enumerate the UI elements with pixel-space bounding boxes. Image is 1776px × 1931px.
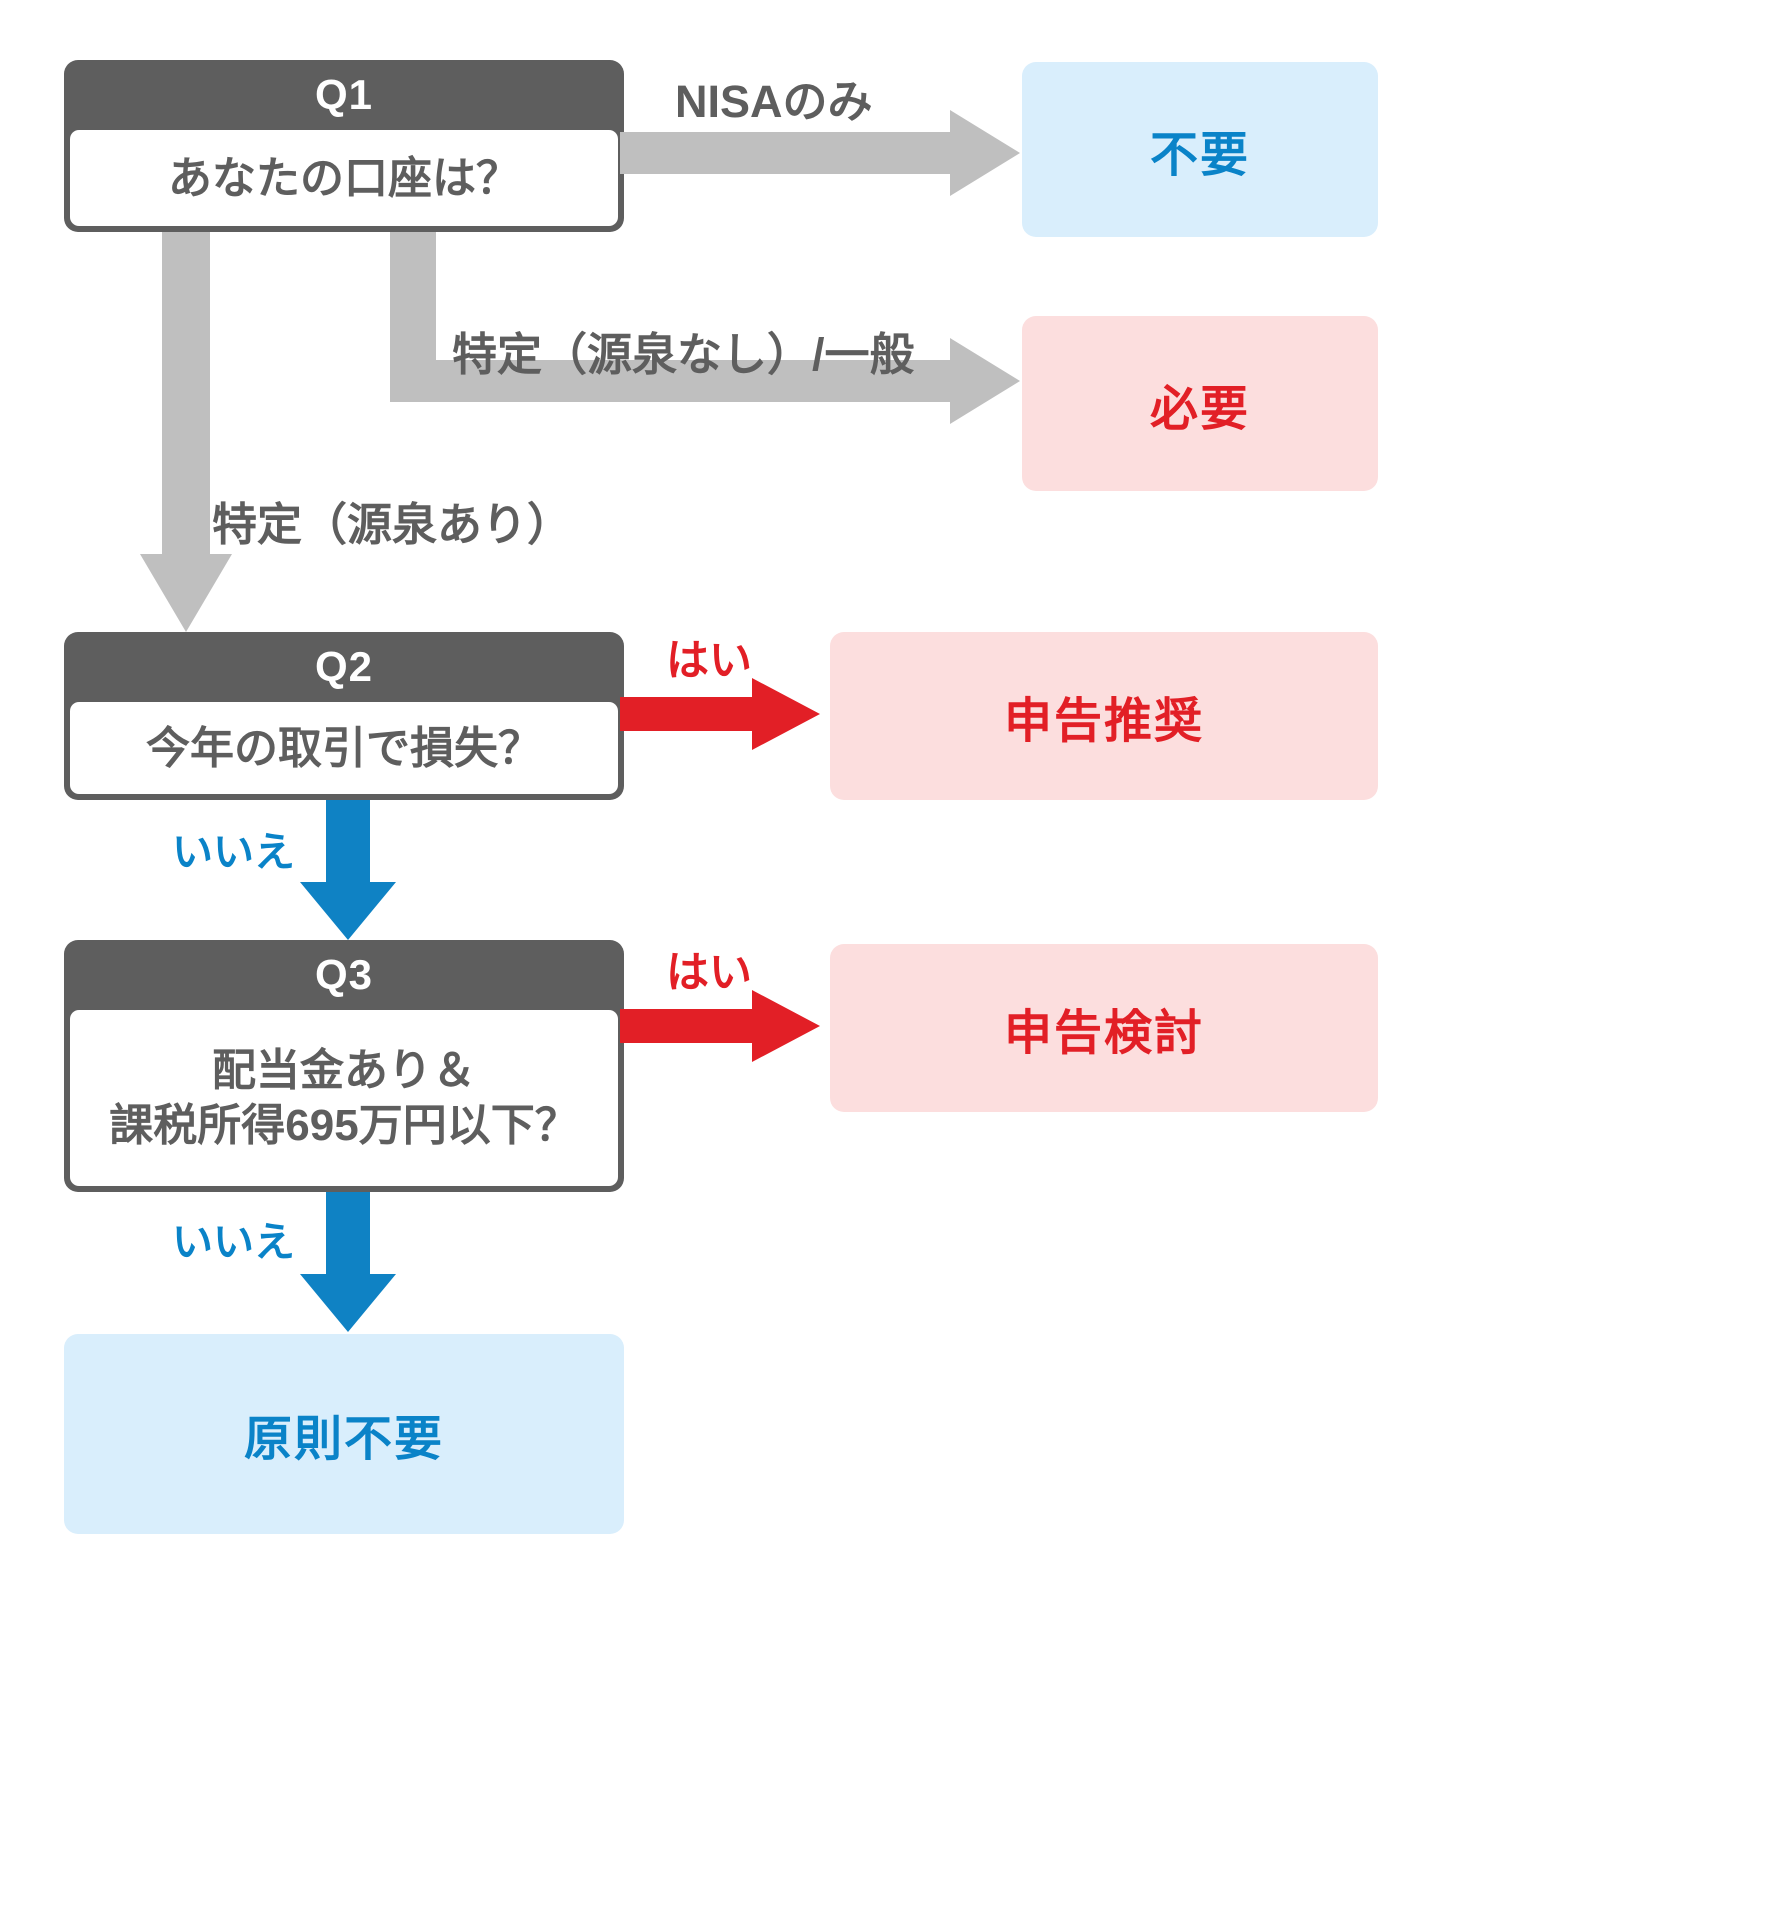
arrow-q2-to-suishou — [620, 678, 820, 750]
arrow-q3-to-kentou — [620, 990, 820, 1062]
node-q3[interactable]: Q3 配当金あり＆ 課税所得695万円以下？ — [64, 940, 624, 1192]
result-suishou[interactable]: 申告推奨 — [830, 632, 1378, 800]
result-fuyou[interactable]: 不要 — [1022, 62, 1378, 237]
node-q3-tag: Q3 — [314, 951, 374, 998]
node-q3-body: 配当金あり＆ 課税所得695万円以下？ — [70, 1010, 618, 1186]
result-hitsuyou[interactable]: 必要 — [1022, 316, 1378, 491]
node-q1-line-1: あなたの口座は？ — [168, 153, 520, 203]
node-q1-body: あなたの口座は？ — [70, 130, 618, 226]
arrow-q1-to-fuyou — [620, 110, 1020, 196]
node-q1[interactable]: Q1 あなたの口座は？ — [64, 60, 624, 232]
arrow-q3-to-gensoku — [300, 1192, 396, 1332]
node-q2-tag: Q2 — [314, 643, 374, 690]
result-suishou-text: 申告推奨 — [1003, 695, 1204, 748]
node-q1-tag: Q1 — [314, 71, 374, 118]
arrow-q2-to-q3 — [300, 800, 396, 940]
node-q2-body: 今年の取引で損失？ — [70, 702, 618, 794]
result-gensoku[interactable]: 原則不要 — [64, 1334, 624, 1534]
edge-label-tokutei-nashi: 特定（源泉なし）/一般 — [452, 329, 915, 380]
node-q2[interactable]: Q2 今年の取引で損失？ — [64, 632, 624, 800]
result-kentou-text: 申告検討 — [1003, 1007, 1204, 1060]
edge-label-iie-q3: いいえ — [172, 1219, 295, 1265]
arrow-q1-to-hitsuyou — [390, 232, 1020, 432]
edge-label-nisa: NISAのみ — [675, 76, 873, 127]
node-q2-line-1: 今年の取引で損失？ — [146, 723, 542, 773]
arrow-q1-to-q2 — [140, 232, 270, 632]
node-q3-line-2: 課税所得695万円以下？ — [109, 1101, 579, 1150]
result-hitsuyou-text: 必要 — [1149, 382, 1250, 436]
node-q3-line-1: 配当金あり＆ — [212, 1046, 476, 1095]
result-gensoku-text: 原則不要 — [243, 1413, 444, 1466]
edge-label-hai-q3: はい — [666, 949, 752, 997]
edge-label-iie-q2: いいえ — [172, 829, 295, 875]
edge-label-hai-q2: はい — [666, 637, 752, 685]
result-fuyou-text: 不要 — [1149, 128, 1250, 182]
edge-label-tokutei-ari: 特定（源泉あり） — [212, 499, 573, 550]
result-kentou[interactable]: 申告検討 — [830, 944, 1378, 1112]
